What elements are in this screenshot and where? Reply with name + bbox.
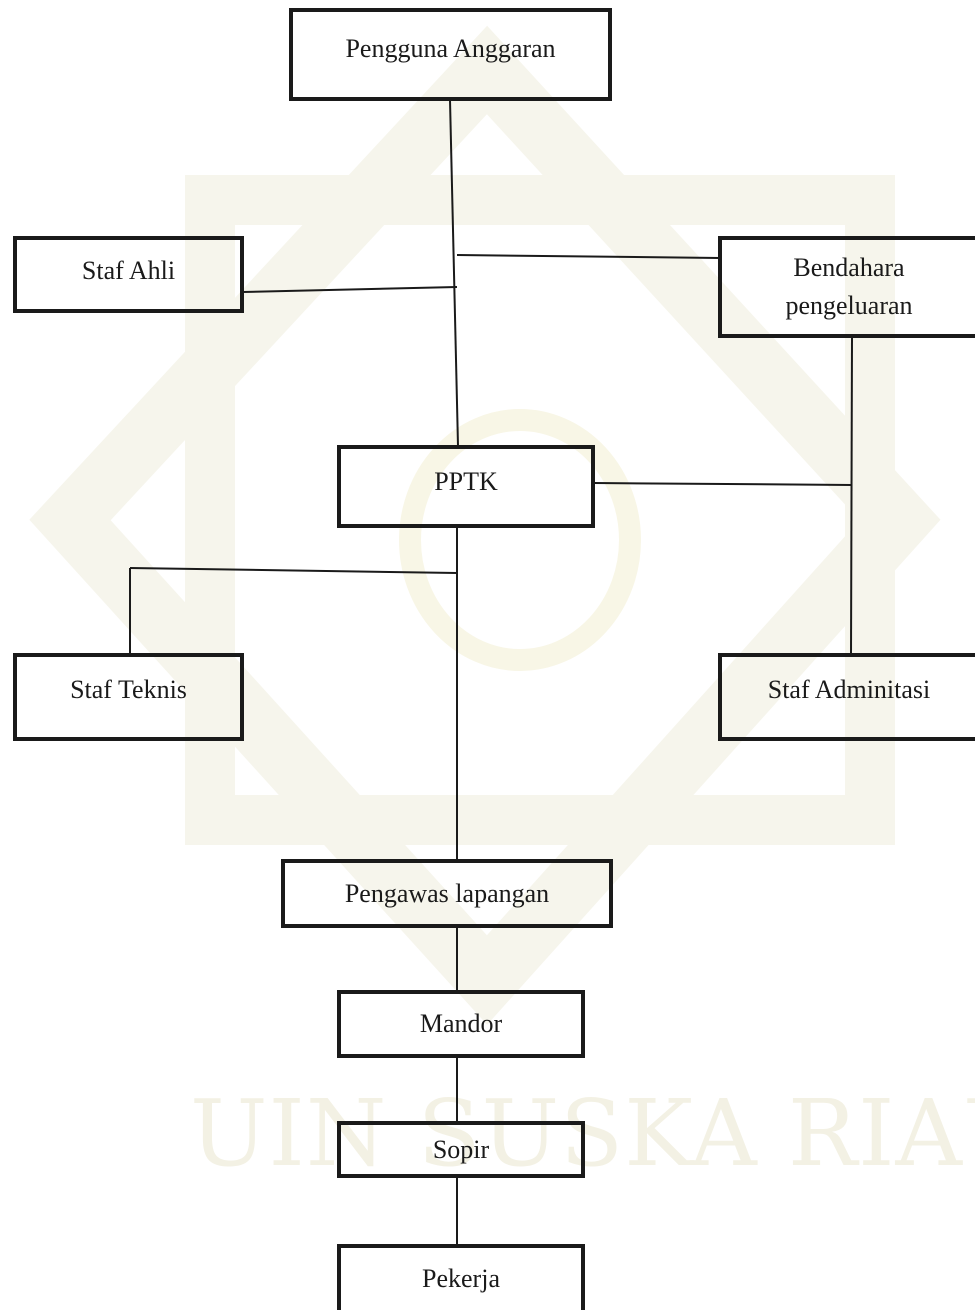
connector-pengguna-staf-ahli (242, 286, 458, 293)
node-label: PPTK (434, 467, 498, 496)
node-staf-adminitasi: Staf Adminitasi (718, 653, 975, 741)
node-mandor: Mandor (337, 990, 585, 1058)
node-sopir: Sopir (337, 1121, 585, 1178)
node-label: Pengguna Anggaran (345, 34, 556, 63)
connector-pengguna-bendahara (456, 254, 721, 259)
node-label: Mandor (419, 1009, 503, 1038)
node-label: Bendahara pengeluaran (785, 253, 913, 320)
node-label: Staf Adminitasi (767, 675, 931, 704)
node-staf-ahli: Staf Ahli (13, 236, 244, 313)
node-label: Staf Teknis (70, 675, 187, 704)
connector-pptk-staf-teknis-horizontal (129, 567, 458, 574)
node-staf-teknis: Staf Teknis (13, 653, 244, 741)
node-pengawas-lapangan: Pengawas lapangan (281, 859, 613, 928)
node-label: Pekerja (422, 1264, 500, 1293)
node-pekerja: Pekerja (337, 1244, 585, 1310)
node-label: Sopir (432, 1134, 490, 1164)
node-label: Pengawas lapangan (344, 878, 550, 908)
connector-bendahara-staf-adminitasi (850, 337, 853, 656)
node-pptk: PPTK (337, 445, 595, 528)
node-label: Staf Ahli (81, 256, 176, 285)
connector-pengguna-pptk (449, 99, 459, 447)
node-pengguna-anggaran: Pengguna Anggaran (289, 8, 612, 101)
node-bendahara-pengeluaran: Bendahara pengeluaran (718, 236, 975, 338)
connector-pptk-bendahara (593, 482, 853, 486)
